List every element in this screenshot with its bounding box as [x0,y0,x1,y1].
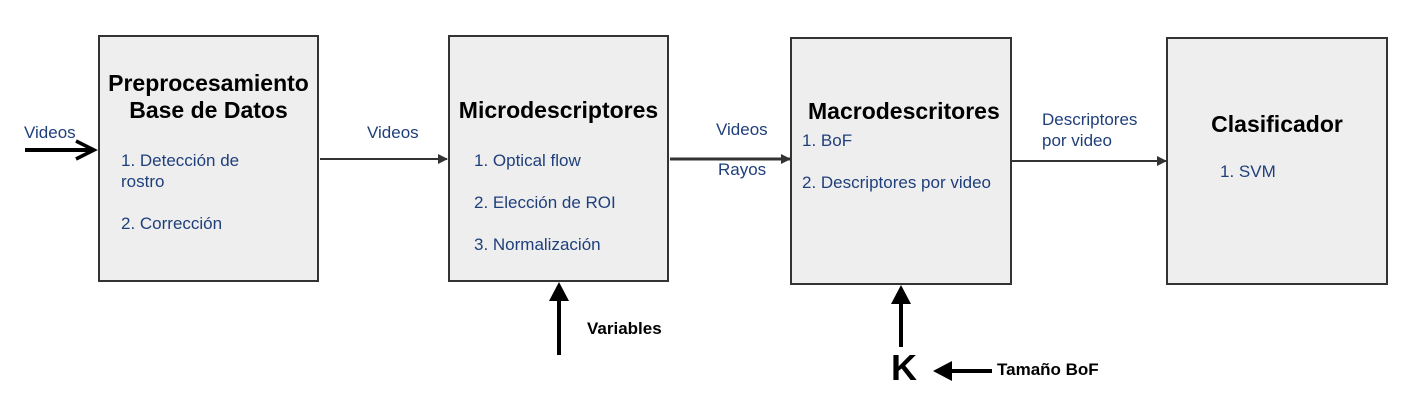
k-arrow [891,285,911,347]
macrodescritores-title: Macrodescritores [808,98,1000,124]
label-pre-to-micro: Videos [367,123,419,142]
preprocesamiento-title-line2: Base de Datos [129,97,288,123]
microdescriptores-item-3: 3. Normalización [474,235,601,254]
tamano-bof-arrow [933,361,992,381]
tamano-bof-label: Tamaño BoF [997,360,1099,379]
preprocesamiento-item-1-cont: rostro [121,172,165,191]
preprocesamiento-title-line1: Preprocesamiento [108,70,309,96]
label-macro-to-clas-line1: Descriptores [1042,110,1138,129]
label-micro-to-macro-top: Videos [716,120,768,139]
preprocesamiento-item-2: 2. Corrección [121,214,223,233]
preprocesamiento-block: Preprocesamiento Base de Datos 1. Detecc… [98,35,319,282]
microdescriptores-item-1: 1. Optical flow [474,151,581,170]
variables-arrow [549,282,569,355]
macrodescritores-item-2: 2. Descriptores por video [802,173,991,192]
clasificador-title: Clasificador [1211,111,1343,137]
microdescriptores-title: Microdescriptores [458,97,659,123]
label-micro-to-macro-bottom: Rayos [718,160,767,179]
k-label: K [891,347,917,388]
macrodescritores-block: Macrodescritores 1. BoF 2. Descriptores … [790,37,1012,285]
clasificador-item-1: 1. SVM [1220,162,1276,181]
macrodescritores-item-1: 1. BoF [802,131,853,150]
microdescriptores-block: Microdescriptores 1. Optical flow 2. Ele… [448,35,669,282]
variables-label: Variables [587,319,662,338]
label-macro-to-clas-line2: por video [1042,131,1112,150]
microdescriptores-item-2: 2. Elección de ROI [474,193,616,212]
label-input-videos: Videos [24,123,76,142]
input-arrow [25,139,98,161]
clasificador-block: Clasificador 1. SVM [1166,37,1388,285]
preprocesamiento-item-1: 1. Detección de [121,151,240,170]
